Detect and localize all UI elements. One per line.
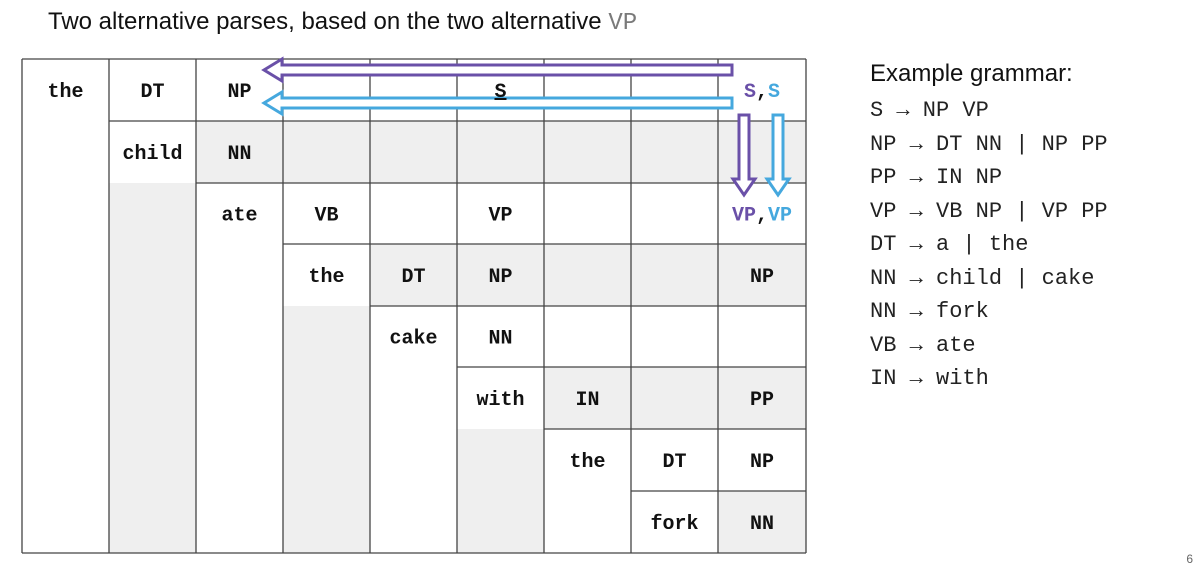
grammar-rule-list: S → NP VP NP → DT NN | NP PP PP → IN NP VP … <box>870 94 1108 396</box>
chart-grid <box>21 58 807 554</box>
cell-label-5-8: PP <box>750 389 774 412</box>
cell-label-4-5: NN <box>488 328 512 351</box>
cell-label-5-5: with <box>476 389 524 412</box>
shaded-cell-3-5 <box>457 244 544 306</box>
grammar-rule: VP → VB NP | VP PP <box>870 198 1108 224</box>
backpointer-arrows <box>261 56 792 198</box>
cell-label-0-5: S <box>494 81 506 104</box>
cell-label-7-7: fork <box>650 513 698 536</box>
blue-arrow-to-np <box>261 89 734 117</box>
cell-label-6-8: NP <box>750 451 774 474</box>
title-text: Two alternative parses, based on the two… <box>48 8 609 35</box>
cell-label-1-2: NN <box>227 143 251 166</box>
shaded-cell-3-4 <box>370 244 457 306</box>
cell-label-6-7: DT <box>662 451 686 474</box>
cell-label-7-8: NN <box>750 513 774 536</box>
cell-label-2-3: VB <box>314 205 338 228</box>
cell-label-3-4: DT <box>401 266 425 289</box>
cell-label-part-1: , <box>756 81 768 104</box>
shaded-column-5 <box>457 429 544 553</box>
shaded-cell-1-8 <box>718 121 806 183</box>
shaded-cells <box>109 121 806 553</box>
cell-label-3-5: NP <box>488 266 512 289</box>
cell-label-1-1: child <box>122 143 182 166</box>
grammar-rule: DT → a | the <box>870 232 1029 257</box>
cell-label-4-4: cake <box>389 328 437 351</box>
blue-arrow-to-vp <box>764 113 792 198</box>
grammar-rule: NN → fork <box>870 299 989 324</box>
shaded-cell-5-6 <box>544 367 631 429</box>
cell-label-0-0: the <box>47 81 83 104</box>
shaded-cell-3-7 <box>631 244 718 306</box>
shaded-cell-1-3 <box>283 121 370 183</box>
shaded-cell-1-6 <box>544 121 631 183</box>
cell-label-5-6: IN <box>575 389 599 412</box>
shaded-cell-7-8 <box>718 491 806 553</box>
shaded-cell-1-7 <box>631 121 718 183</box>
cell-label-0-1: DT <box>140 81 164 104</box>
cell-label-2-5: VP <box>488 205 512 228</box>
shaded-cell-3-8 <box>718 244 806 306</box>
grammar-rule: IN → with <box>870 366 989 391</box>
cell-label-2-8: VP,VP <box>732 205 792 228</box>
title-vp-code: VP <box>608 10 638 37</box>
shaded-column-3 <box>283 306 370 553</box>
grammar-rule: S → NP VP <box>870 98 989 123</box>
shaded-cell-3-6 <box>544 244 631 306</box>
cell-label-0-2: NP <box>227 81 251 104</box>
shaded-cell-1-4 <box>370 121 457 183</box>
grammar-heading: Example grammar: <box>870 60 1073 87</box>
grammar-rule: NN → child | cake <box>870 265 1095 291</box>
grammar-rule: NP → DT NN | NP PP <box>870 131 1108 157</box>
purple-arrow-to-vp <box>730 113 758 198</box>
shaded-cell-1-5 <box>457 121 544 183</box>
cell-label-3-8: NP <box>750 266 774 289</box>
shaded-cell-5-8 <box>718 367 806 429</box>
cell-label-3-3: the <box>308 266 344 289</box>
cell-label-part-0: VP <box>732 205 756 228</box>
cell-label-part-0: S <box>744 81 756 104</box>
page-number: 6 <box>1186 552 1193 566</box>
shaded-column-1 <box>109 183 196 553</box>
shaded-cell-1-2 <box>196 121 283 183</box>
grammar-rule: VB → ate <box>870 332 976 358</box>
slide-title: Two alternative parses, based on the two… <box>48 8 637 37</box>
cell-label-part-1: , <box>756 205 768 228</box>
cell-label-2-2: ate <box>221 205 257 228</box>
cell-label-part-2: VP <box>768 205 792 228</box>
cell-label-part-2: S <box>768 81 780 104</box>
cell-label-0-8: S,S <box>744 81 780 104</box>
cell-label-6-6: the <box>569 451 605 474</box>
grammar-rule: PP → IN NP <box>870 165 1003 190</box>
shaded-cell-5-7 <box>631 367 718 429</box>
purple-arrow-to-np <box>261 56 734 84</box>
